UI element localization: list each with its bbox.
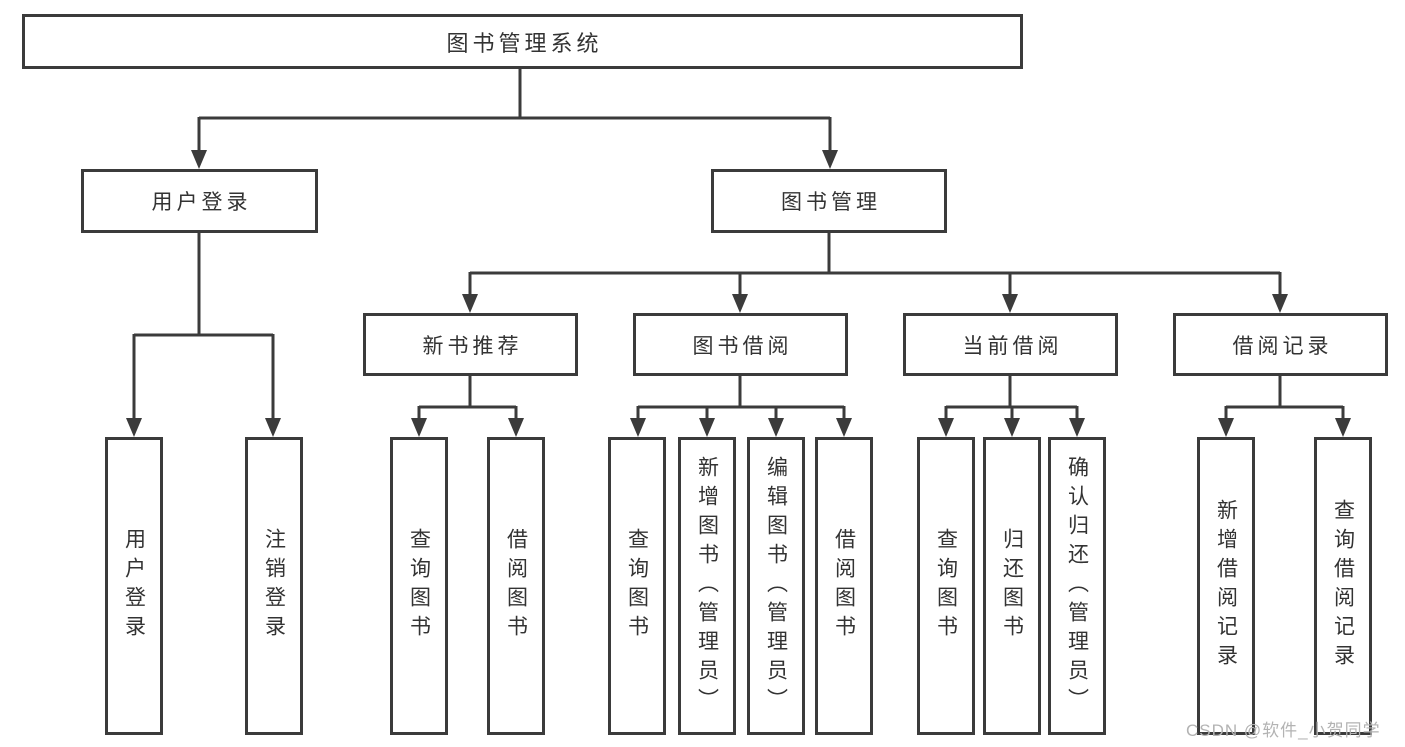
node-library-system: 图书管理系统	[22, 14, 1023, 69]
leaf-query-borrow-record: 查询借阅记录	[1314, 437, 1372, 735]
leaf-confirm-return-admin: 确认归还（管理员）	[1048, 437, 1106, 735]
node-current-borrow: 当前借阅	[903, 313, 1118, 376]
node-borrow-record: 借阅记录	[1173, 313, 1388, 376]
node-book-borrow: 图书借阅	[633, 313, 848, 376]
leaf-logout: 注销登录	[245, 437, 303, 735]
leaf-add-borrow-record: 新增借阅记录	[1197, 437, 1255, 735]
node-book-management: 图书管理	[711, 169, 947, 233]
node-new-book-recommend: 新书推荐	[363, 313, 578, 376]
leaf-add-book-admin: 新增图书（管理员）	[678, 437, 736, 735]
leaf-user-login: 用户登录	[105, 437, 163, 735]
leaf-return-book: 归还图书	[983, 437, 1041, 735]
leaf-query-book-recommend: 查询图书	[390, 437, 448, 735]
csdn-watermark: CSDN @软件_小贺同学	[1186, 721, 1381, 740]
node-user-login: 用户登录	[81, 169, 318, 233]
leaf-borrow-book: 借阅图书	[815, 437, 873, 735]
leaf-borrow-book-recommend: 借阅图书	[487, 437, 545, 735]
leaf-edit-book-admin: 编辑图书（管理员）	[747, 437, 805, 735]
leaf-query-book-current: 查询图书	[917, 437, 975, 735]
leaf-query-book-borrow: 查询图书	[608, 437, 666, 735]
